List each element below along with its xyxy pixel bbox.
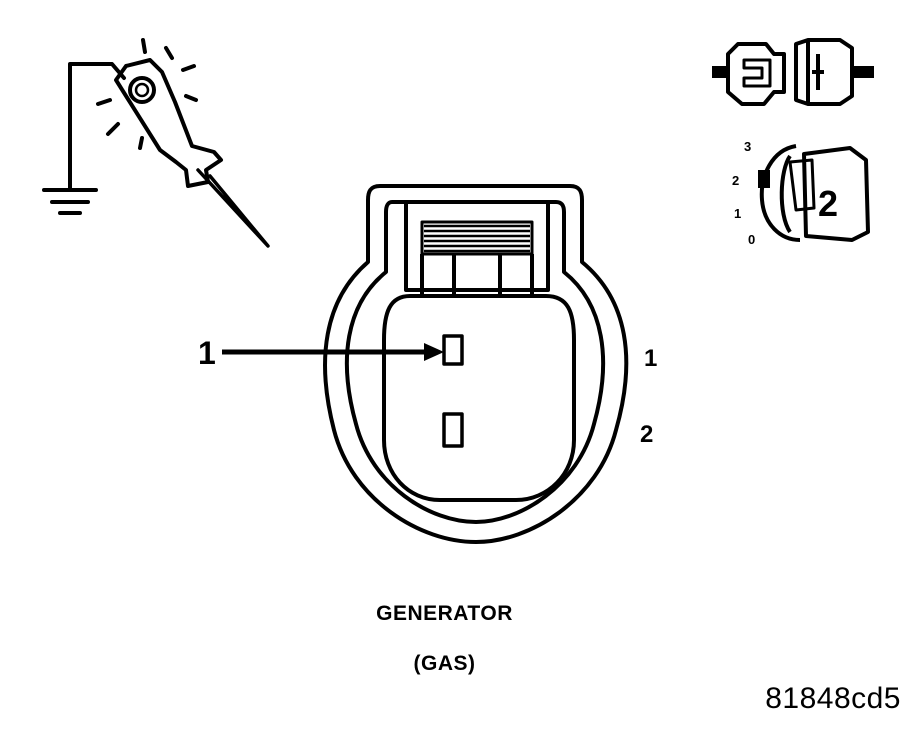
test-light-probe-to-ground-icon — [42, 38, 270, 248]
cavity-2 — [442, 412, 464, 448]
ignition-switch-position-icon: 3 2 1 0 2 — [732, 139, 870, 247]
cavity-label-1: 1 — [644, 345, 657, 372]
connector-face — [323, 184, 629, 544]
connector-disconnected-icon — [712, 38, 874, 106]
ignition-position-2: 2 — [732, 173, 739, 188]
callout-arrow — [222, 343, 444, 361]
ignition-position-0: 0 — [748, 232, 755, 247]
connector-subtitle: (GAS) — [413, 652, 476, 675]
connector-title: GENERATOR — [376, 602, 513, 625]
callout-label: 1 — [198, 335, 216, 371]
cavity-1 — [442, 334, 464, 366]
ignition-position-1: 1 — [734, 206, 741, 221]
figure-id: 81848cd5 — [765, 682, 901, 715]
ignition-key-label: 2 — [818, 183, 838, 224]
ignition-position-3: 3 — [744, 139, 751, 154]
cavity-label-2: 2 — [640, 421, 653, 448]
